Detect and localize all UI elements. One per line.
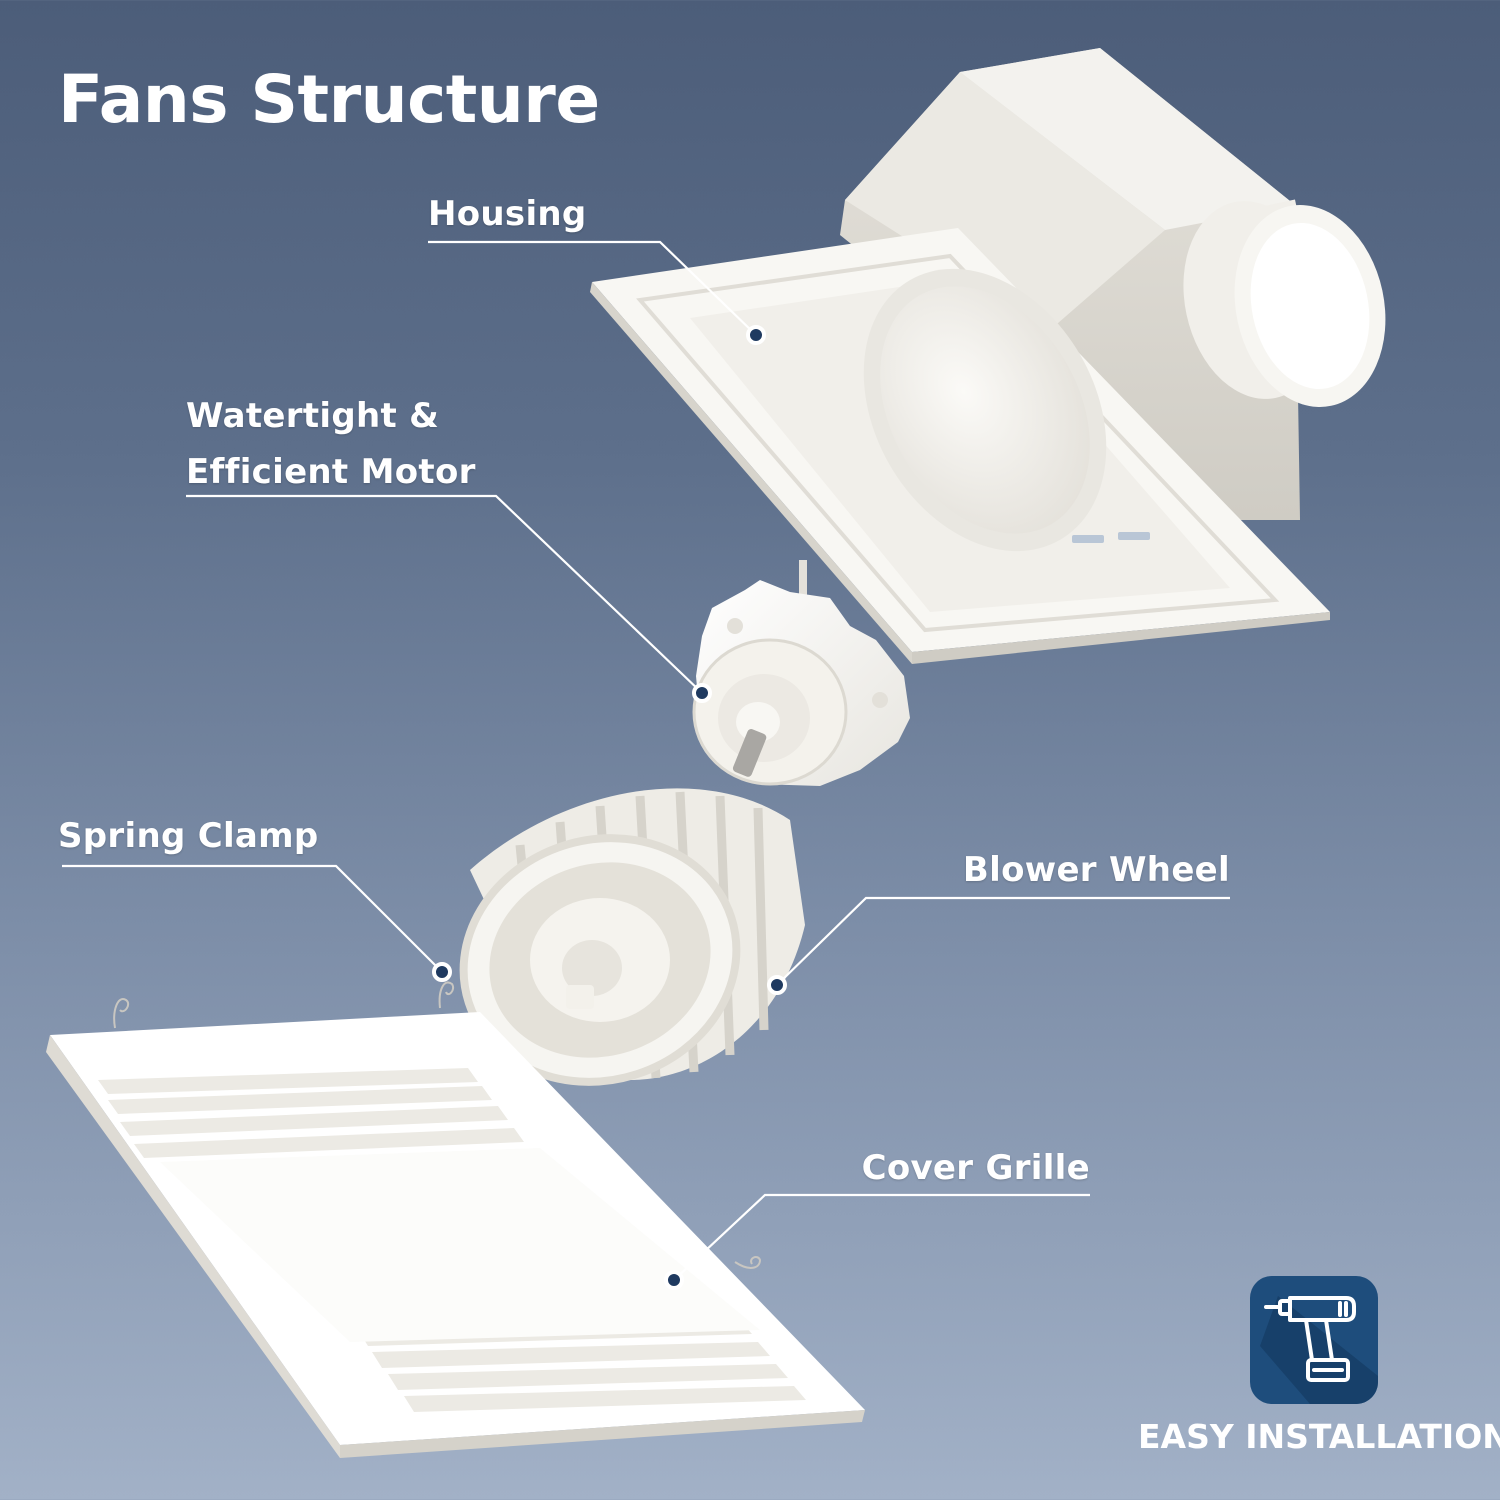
housing-label: Housing (428, 194, 587, 234)
cover-grille-label: Cover Grille (861, 1148, 1090, 1188)
motor-illustration (692, 560, 910, 786)
spring-clamp-label: Spring Clamp (58, 816, 319, 856)
housing-callout-dot (746, 325, 766, 345)
motor-callout-dot (692, 683, 712, 703)
blower-wheel-callout-dot (767, 975, 787, 995)
blower-wheel-label: Blower Wheel (962, 850, 1230, 890)
cover-grille-illustration (46, 981, 865, 1458)
easy-installation-label: EASY INSTALLATION (1138, 1417, 1500, 1456)
page-title: Fans Structure (58, 61, 600, 138)
motor-label-line2: Efficient Motor (186, 452, 476, 492)
blower-wheel-illustration (459, 788, 805, 1086)
cover-grille-leader-line (673, 1193, 1090, 1281)
cover-grille-callout-dot (664, 1270, 684, 1290)
callout-dots (432, 325, 787, 1290)
housing-illustration (590, 48, 1386, 664)
motor-leader-line (186, 494, 703, 694)
motor-label-line1: Watertight & (186, 396, 440, 436)
drill-icon (1260, 1296, 1378, 1404)
easy-installation-badge (1250, 1276, 1378, 1404)
housing-leader-line (428, 240, 757, 336)
blower-wheel-leader-line (776, 896, 1230, 986)
callout-lines (62, 240, 1230, 1281)
spring-clamp-leader-line (62, 864, 443, 973)
spring-clamp-callout-dot (432, 962, 452, 982)
